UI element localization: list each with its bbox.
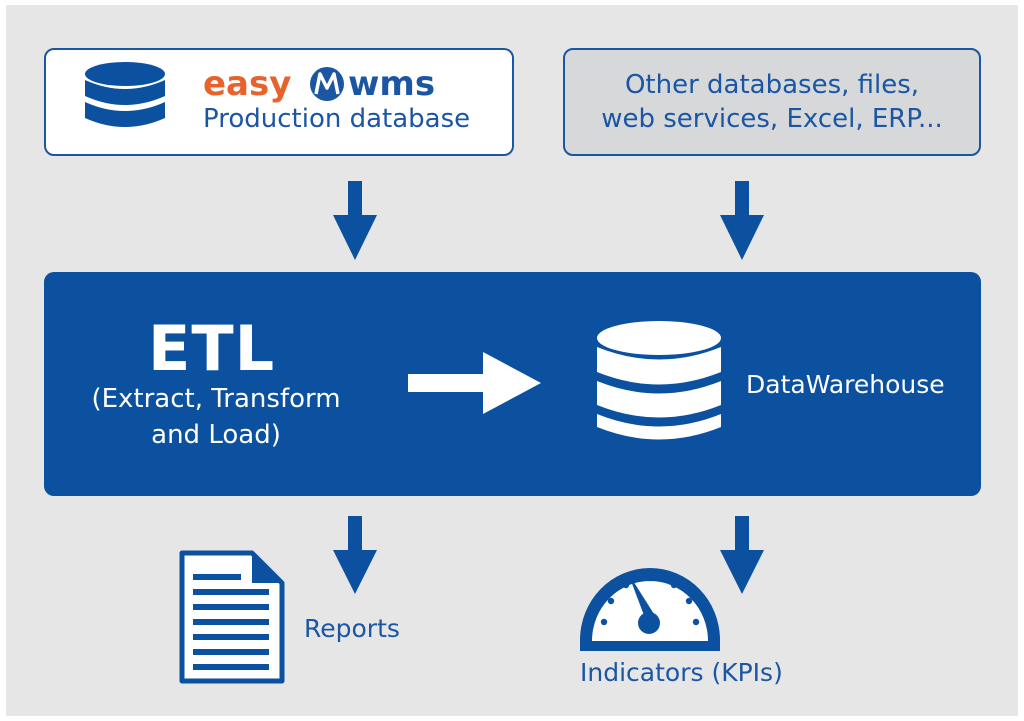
brand-easy-text: easy xyxy=(203,64,292,104)
easywms-logo-icon xyxy=(310,67,344,101)
arrow-down-icon xyxy=(333,516,377,594)
other-sources-line-2: web services, Excel, ERP... xyxy=(601,104,943,134)
gauge-icon xyxy=(580,568,720,651)
other-sources-line-1: Other databases, files, xyxy=(624,70,920,100)
arrow-right-icon xyxy=(408,352,541,414)
etl-subtitle-line-2: and Load) xyxy=(151,420,281,450)
arrow-down-icon xyxy=(720,516,764,594)
production-database-label: Production database xyxy=(203,104,471,134)
brand-wms-text: wms xyxy=(348,64,436,104)
database-icon xyxy=(597,321,721,440)
etl-subtitle-line-1: (Extract, Transform xyxy=(91,384,341,414)
datawarehouse-label: DataWarehouse xyxy=(746,370,945,399)
arrow-down-icon xyxy=(720,181,764,260)
document-icon xyxy=(179,550,285,684)
arrow-down-icon xyxy=(333,181,377,260)
other-sources-box xyxy=(563,48,981,156)
kpi-label: Indicators (KPIs) xyxy=(580,658,783,687)
database-icon xyxy=(85,62,165,127)
reports-label: Reports xyxy=(304,614,400,643)
etl-title: ETL xyxy=(148,312,276,385)
